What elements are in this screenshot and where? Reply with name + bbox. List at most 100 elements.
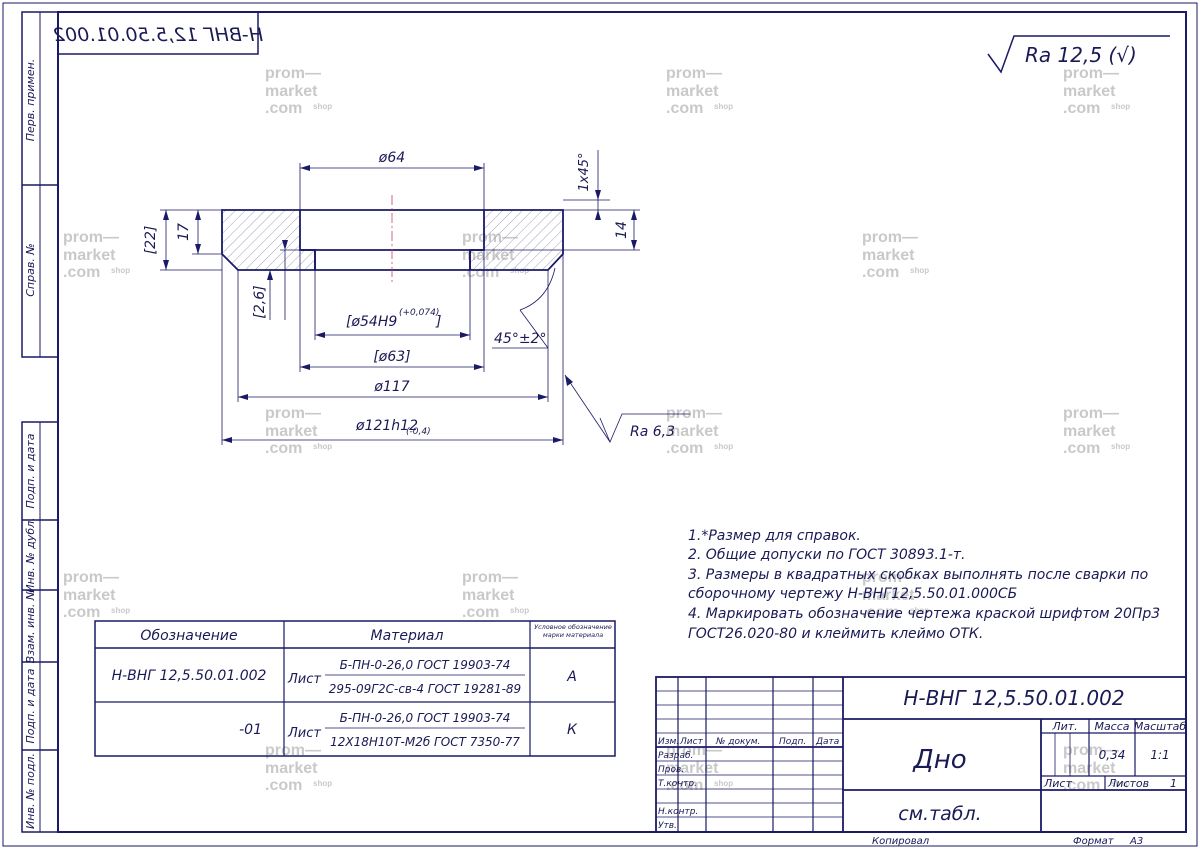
svg-text:market: market: [265, 760, 318, 777]
watermark-logo: prom— market .com shop: [63, 229, 130, 281]
dim-d54-close: ]: [435, 314, 441, 330]
svg-text:.com: .com: [666, 100, 703, 117]
row-nkontr: Н.контр.: [658, 807, 698, 817]
note-line: 1.*Размер для справок.: [688, 528, 861, 544]
sidebar-inv-dubl: Инв. № дубл.: [24, 517, 37, 592]
svg-text:.com: .com: [666, 440, 703, 457]
svg-text:prom—: prom—: [1063, 405, 1119, 422]
watermark-logo: prom— market .com shop: [666, 65, 733, 117]
row-utv: Утв.: [658, 821, 677, 831]
svg-text:shop: shop: [510, 606, 529, 615]
svg-text:.com: .com: [462, 604, 499, 621]
svg-text:.com: .com: [862, 264, 899, 281]
value-masshtab: 1:1: [1150, 748, 1169, 762]
row-prov: Пров.: [658, 765, 684, 775]
col-izm: Изм.: [658, 737, 679, 747]
svg-text:prom—: prom—: [862, 229, 918, 246]
technical-notes: 1.*Размер для справок. 2. Общие допуски …: [688, 528, 1160, 642]
dim-h26: [2,6]: [252, 285, 268, 318]
svg-text:shop: shop: [1111, 102, 1130, 111]
part-section: [221, 195, 564, 282]
dimensions: [160, 150, 690, 445]
svg-text:market: market: [1063, 83, 1116, 100]
watermark-logo: prom— market .com shop: [666, 405, 733, 457]
dim-d117: ø117: [373, 379, 409, 395]
watermark-logo: prom— market .com shop: [1063, 405, 1130, 457]
table-header-material: Материал: [371, 628, 444, 644]
svg-text:market: market: [265, 423, 318, 440]
svg-text:shop: shop: [1111, 779, 1130, 788]
svg-text:.com: .com: [265, 777, 302, 794]
svg-text:market: market: [265, 83, 318, 100]
note-line: 3. Размеры в квадратных скобках выполнят…: [688, 567, 1148, 583]
svg-text:shop: shop: [910, 266, 929, 275]
sidebar-vzam-inv: Взам. инв. №: [24, 589, 37, 664]
dim-h14: 14: [614, 221, 630, 239]
label-kopiroval: Копировал: [872, 836, 930, 847]
section-left: [221, 209, 316, 271]
svg-text:prom—: prom—: [1063, 65, 1119, 82]
roughness-local-text: Ra 6,3: [630, 424, 675, 440]
dim-d54-tol: (+0,074): [399, 308, 439, 318]
col-podp: Подп.: [779, 737, 806, 747]
row-razrab: Разраб.: [658, 751, 693, 761]
watermark-logo: prom— market .com shop: [1063, 65, 1130, 117]
col-data: Дата: [815, 737, 839, 747]
svg-text:market: market: [862, 587, 915, 604]
svg-text:market: market: [462, 587, 515, 604]
watermark-logo: prom— market .com shop: [265, 405, 332, 457]
sidebar-sprav-no: Справ. №: [24, 243, 37, 297]
svg-text:.com: .com: [862, 604, 899, 621]
table-row-material-bottom: 12Х18Н10Т-М2б ГОСТ 7350-77: [330, 735, 520, 749]
watermark-logo: prom— market .com shop: [265, 742, 332, 794]
svg-text:prom—: prom—: [265, 742, 321, 759]
svg-text:market: market: [63, 587, 116, 604]
dimension-arrows: [163, 165, 637, 443]
table-header-mark: Условное обозначение марки материала: [534, 623, 612, 639]
svg-text:prom—: prom—: [63, 569, 119, 586]
dim-h17: 17: [176, 223, 192, 241]
svg-text:market: market: [666, 423, 719, 440]
svg-text:shop: shop: [714, 442, 733, 451]
dim-angle: 45°±2°: [494, 331, 546, 347]
value-listov: 1: [1170, 777, 1177, 790]
mirrored-code-text: Н-ВНГ 12,5.50.01.002: [53, 24, 263, 46]
col-list: Лист: [679, 737, 704, 747]
note-line: 2. Общие допуски по ГОСТ 30893.1-т.: [688, 547, 966, 563]
svg-text:shop: shop: [111, 606, 130, 615]
label-format: Формат: [1073, 836, 1115, 847]
table-row-mark: А: [566, 669, 577, 685]
svg-text:.com: .com: [265, 100, 302, 117]
svg-text:prom—: prom—: [862, 569, 918, 586]
title-code: Н-ВНГ 12,5.50.01.002: [903, 686, 1124, 710]
sidebar-perv-primen: Перв. примен.: [24, 59, 37, 142]
dim-h22: [22]: [143, 226, 159, 255]
svg-text:prom—: prom—: [63, 229, 119, 246]
svg-text:prom—: prom—: [462, 569, 518, 586]
mirrored-code-box: Н-ВНГ 12,5.50.01.002: [53, 11, 263, 55]
svg-text:shop: shop: [313, 102, 332, 111]
value-format: А3: [1129, 836, 1143, 847]
dim-chamfer: 1x45°: [577, 152, 592, 191]
svg-text:shop: shop: [313, 442, 332, 451]
svg-text:prom—: prom—: [265, 65, 321, 82]
svg-text:.com: .com: [666, 777, 703, 794]
table-row-designation: -01: [239, 722, 262, 738]
note-line: сборочному чертежу Н-ВНГ12,5.50.01.000СБ: [688, 586, 1017, 602]
title-block: Н-ВНГ 12,5.50.01.002 Дно см.табл. Изм. Л…: [655, 676, 1187, 833]
watermark-logo: prom— market .com shop: [462, 569, 529, 621]
title-part-name: Дно: [912, 745, 966, 775]
svg-text:prom—: prom—: [666, 405, 722, 422]
svg-text:shop: shop: [1111, 442, 1130, 451]
svg-text:.com: .com: [63, 604, 100, 621]
dim-d54: [ø54H9: [346, 314, 397, 330]
sidebar-podp-data-1: Подп. и дата: [24, 433, 37, 508]
svg-text:shop: shop: [910, 606, 929, 615]
watermark-logo: prom— market .com shop: [862, 229, 929, 281]
dim-d121-tol: (-0,4): [406, 427, 431, 437]
svg-text:.com: .com: [63, 264, 100, 281]
svg-text:shop: shop: [714, 102, 733, 111]
table-row-material-top: Б-ПН-0-26,0 ГОСТ 19903-74: [340, 658, 511, 672]
svg-text:market: market: [63, 247, 116, 264]
